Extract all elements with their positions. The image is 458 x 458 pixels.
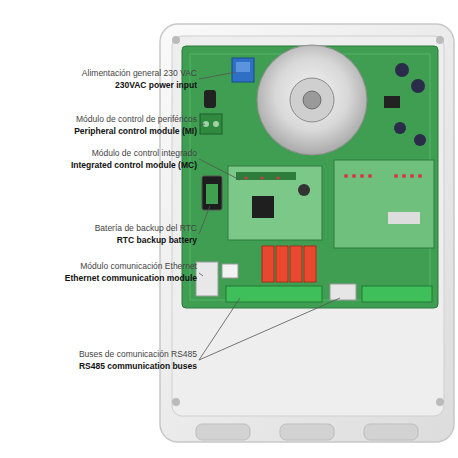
mi-module	[334, 160, 434, 248]
callout-label: RS485 communication buses	[79, 361, 197, 371]
housing	[160, 24, 454, 442]
leader-lines	[199, 72, 340, 360]
callout-label: Ethernet communication module	[65, 273, 197, 283]
callout-label: RTC backup battery	[117, 235, 197, 245]
callout-label: Peripheral control module (MI)	[74, 126, 197, 136]
callout-label: Buses de comunicación RS485	[79, 349, 197, 359]
mc-module	[228, 166, 322, 240]
pcb	[182, 46, 438, 308]
callout-label: 230VAC power input	[115, 80, 197, 90]
callout-label: Módulo de control integrado	[92, 148, 197, 158]
callout-label: Módulo comunicación Ethernet	[80, 261, 197, 271]
callout-label: Módulo de control de periféricos	[76, 114, 197, 124]
callout-label: Alimentación general 230 VAC	[82, 68, 197, 78]
housing-inner	[172, 36, 444, 416]
transformer	[257, 45, 367, 155]
callout-label: Batería de backup del RTC	[95, 223, 197, 233]
callout-label: Integrated control module (MC)	[71, 160, 197, 170]
